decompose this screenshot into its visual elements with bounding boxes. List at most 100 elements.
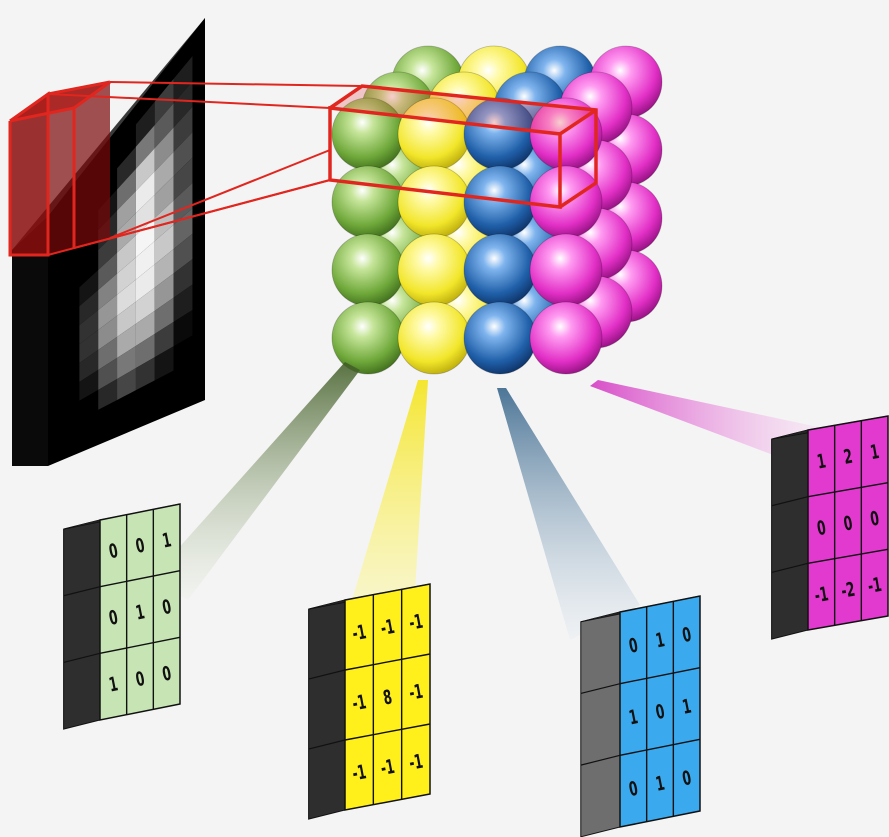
image-pixel <box>117 345 136 379</box>
image-pixel <box>117 168 136 211</box>
image-pixel <box>60 268 80 305</box>
image-pixel <box>135 148 155 191</box>
kernel-value: -1 <box>407 609 425 634</box>
image-pixel <box>79 349 99 382</box>
sphere-green <box>331 233 405 307</box>
image-pixel <box>60 325 80 359</box>
image-pixel <box>117 146 136 190</box>
image-pixel <box>154 103 174 149</box>
image-pixel <box>98 378 118 410</box>
image-pixel <box>135 124 155 169</box>
image-pixel <box>135 264 155 302</box>
image-pixel <box>135 287 155 324</box>
image-pixel <box>98 336 118 370</box>
sphere-yellow <box>397 233 471 307</box>
kernel-value: -2 <box>839 577 856 602</box>
image-pixel <box>173 157 193 201</box>
kernel-value: -1 <box>379 754 397 779</box>
kernel-value: 1 <box>868 439 880 463</box>
kernel-value: -1 <box>407 749 425 774</box>
image-pixel <box>154 346 174 381</box>
image-pixel <box>79 389 99 420</box>
sphere-blue <box>463 301 537 375</box>
image-pixel <box>79 309 99 345</box>
image-pixel <box>173 132 193 177</box>
image-pixel <box>135 357 155 391</box>
image-pixel <box>60 381 80 412</box>
image-pixel <box>117 279 136 316</box>
kernel-value: 0 <box>842 511 854 535</box>
image-pixel <box>173 106 193 152</box>
image-pixel <box>117 213 136 253</box>
image-pixel <box>135 241 155 280</box>
image-pixel <box>60 362 80 394</box>
image-pixel <box>154 151 174 195</box>
image-pixel <box>135 171 155 214</box>
image-pixel <box>117 257 136 295</box>
image-pixel <box>173 259 193 298</box>
image-pixel <box>98 231 118 271</box>
sphere-blue <box>463 233 537 307</box>
image-pixel <box>79 289 99 326</box>
kernel-value: -1 <box>379 614 397 639</box>
kernel-value: -1 <box>813 582 830 607</box>
image-pixel <box>154 297 174 334</box>
image-pixel <box>173 56 193 104</box>
image-pixel <box>60 400 80 430</box>
image-pixel <box>117 323 136 358</box>
receptive-field-highlight <box>8 80 598 257</box>
image-pixel <box>60 306 80 341</box>
sphere-magenta <box>529 233 603 307</box>
image-pixel <box>117 190 136 232</box>
kernel-value: 8 <box>381 685 394 709</box>
image-pixel <box>154 273 174 311</box>
image-pixel <box>60 249 80 288</box>
kernel-value: -1 <box>350 620 368 645</box>
image-pixel <box>117 235 136 274</box>
kernel-value: 2 <box>842 444 854 468</box>
image-pixel <box>173 183 193 225</box>
image-pixel <box>117 301 136 337</box>
image-pixel <box>98 294 118 330</box>
image-pixel <box>154 224 174 265</box>
image-pixel <box>173 335 193 371</box>
image-pixel <box>98 252 118 290</box>
image-pixel <box>79 270 99 307</box>
image-pixel <box>154 176 174 218</box>
sphere-green <box>331 301 405 375</box>
image-pixel <box>154 321 174 358</box>
kernel-value: -1 <box>407 679 425 704</box>
image-pixel <box>154 249 174 288</box>
sphere-yellow <box>397 301 471 375</box>
kernel-value: 1 <box>815 449 827 473</box>
sphere-yellow <box>397 165 471 239</box>
kernel-value: -1 <box>350 690 368 715</box>
kernel-value: 0 <box>868 506 880 530</box>
image-pixel <box>98 357 118 390</box>
filter-beams <box>150 362 832 640</box>
image-pixel <box>173 284 193 322</box>
image-pixel <box>154 78 174 125</box>
image-pixel <box>135 333 155 369</box>
image-pixel <box>98 315 118 350</box>
image-pixel <box>79 369 99 401</box>
image-pixel <box>135 310 155 346</box>
sphere-green <box>331 165 405 239</box>
image-pixel <box>60 287 80 323</box>
image-pixel <box>117 124 136 169</box>
feature-map-spheres <box>331 45 663 375</box>
kernel-value: -1 <box>866 572 883 597</box>
image-pixel <box>154 200 174 242</box>
image-pixel <box>173 309 193 347</box>
image-pixel <box>135 101 155 147</box>
image-pixel <box>154 127 174 172</box>
image-pixel <box>173 81 193 128</box>
image-pixel <box>117 368 136 400</box>
image-pixel <box>79 250 99 288</box>
